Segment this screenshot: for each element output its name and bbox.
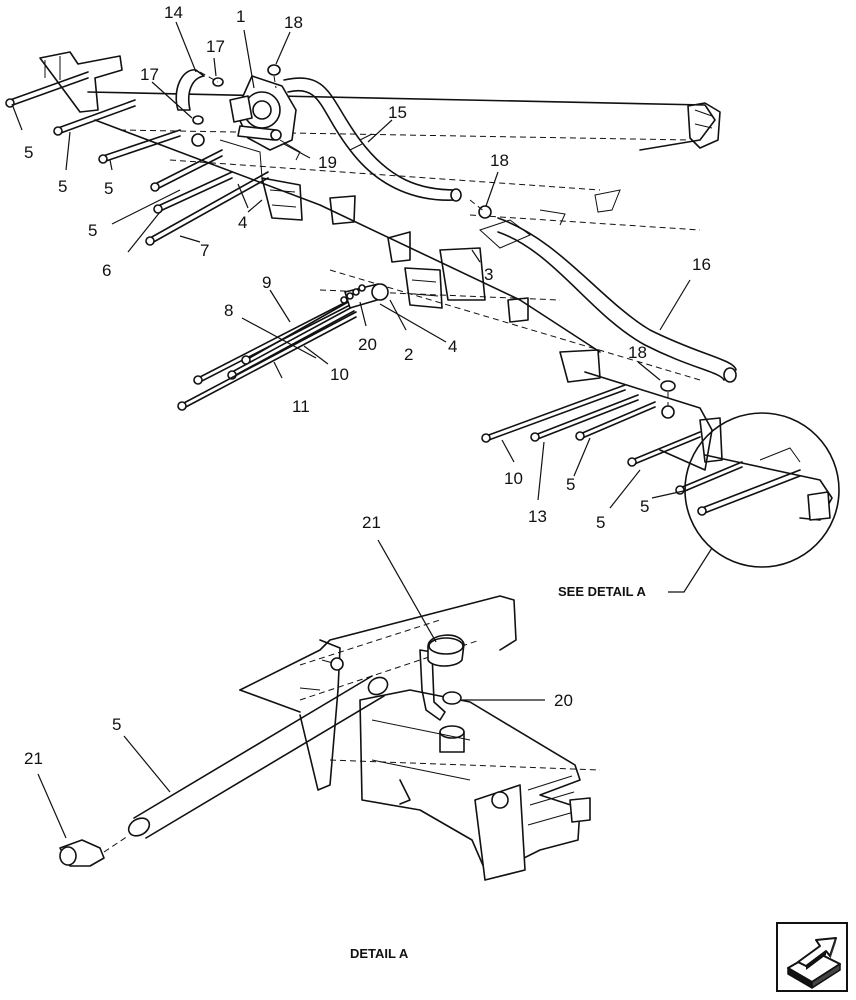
callout-5: 5 <box>58 177 67 196</box>
callout-9: 9 <box>262 273 271 292</box>
clamps <box>192 64 676 406</box>
callout-1: 1 <box>236 7 245 26</box>
callout-18: 18 <box>628 343 647 362</box>
callout-16: 16 <box>692 255 711 274</box>
callout-4: 4 <box>448 337 457 356</box>
next-page-button[interactable] <box>776 922 848 992</box>
callout-18: 18 <box>284 13 303 32</box>
callout-18: 18 <box>490 151 509 170</box>
callout-2: 2 <box>404 345 413 364</box>
callout-20: 20 <box>554 691 573 710</box>
callout-17: 17 <box>140 65 159 84</box>
callout-4: 4 <box>238 213 247 232</box>
callout-5: 5 <box>566 475 575 494</box>
callout-7: 7 <box>200 241 209 260</box>
hose-16 <box>497 217 737 383</box>
detail-a-assembly <box>59 595 601 881</box>
spray-rods-center <box>177 283 389 411</box>
callout-21: 21 <box>24 749 43 768</box>
hose-15 <box>283 77 462 202</box>
callout-8: 8 <box>224 301 233 320</box>
spray-rods-right <box>481 384 743 495</box>
see-detail-label: SEE DETAIL A <box>558 584 646 599</box>
pump-assembly <box>229 75 301 161</box>
next-page-arrow-icon <box>787 937 841 989</box>
callout-labels: 1 14 17 18 17 15 19 18 3 16 5 5 5 4 5 6 … <box>24 3 711 768</box>
callout-20: 20 <box>358 335 377 354</box>
callout-5: 5 <box>596 513 605 532</box>
detail-circle <box>684 412 840 568</box>
callout-5: 5 <box>112 715 121 734</box>
callout-10: 10 <box>504 469 523 488</box>
spray-rods-left <box>5 71 269 246</box>
callout-21: 21 <box>362 513 381 532</box>
detail-leader <box>668 547 713 593</box>
callout-10: 10 <box>330 365 349 384</box>
callout-15: 15 <box>388 103 407 122</box>
hose-14 <box>175 69 205 111</box>
callout-3: 3 <box>484 265 493 284</box>
callout-5: 5 <box>88 221 97 240</box>
callout-5: 5 <box>640 497 649 516</box>
leader-lines <box>11 21 691 839</box>
callout-5: 5 <box>24 143 33 162</box>
callout-11: 11 <box>292 397 310 416</box>
callout-14: 14 <box>164 3 183 22</box>
callout-6: 6 <box>102 261 111 280</box>
callout-17: 17 <box>206 37 225 56</box>
callout-13: 13 <box>528 507 547 526</box>
callout-5: 5 <box>104 179 113 198</box>
detail-a-title: DETAIL A <box>350 946 409 961</box>
callout-19: 19 <box>318 153 337 172</box>
